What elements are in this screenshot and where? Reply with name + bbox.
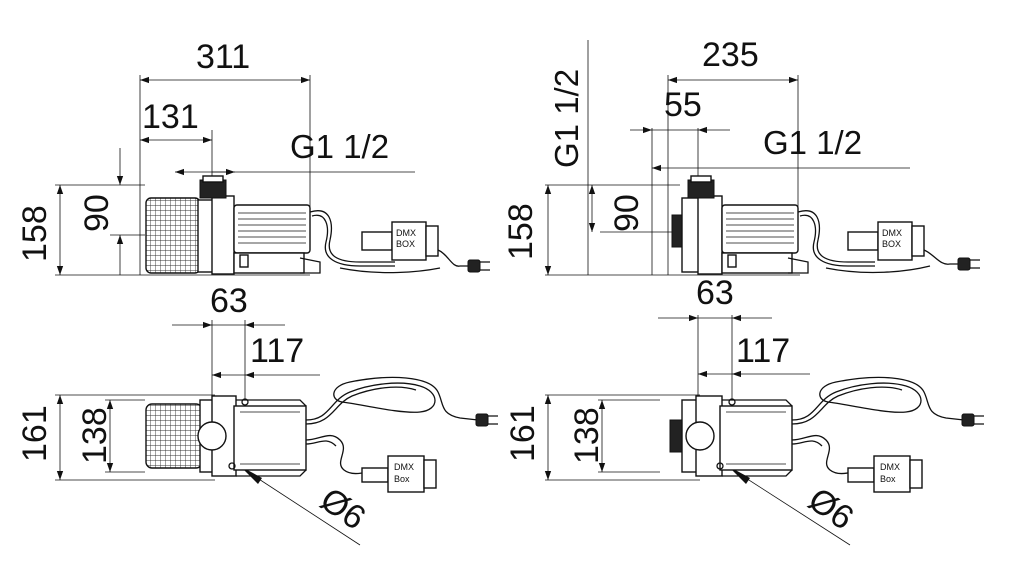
dim-90-r: 90: [608, 194, 646, 232]
dim-138-r: 138: [568, 407, 606, 464]
motor-housing-top: [233, 405, 307, 471]
inlet-thread-top: [669, 419, 683, 453]
cable-dmx: [309, 210, 395, 263]
plug-icon-top: [475, 413, 498, 427]
pump-top-view-compact: DMX Box: [669, 376, 984, 493]
dim-161: 161: [16, 405, 54, 462]
dim-131: 131: [142, 98, 199, 136]
view-top-right: 235 55 G1 1/2 G1 1/2 158 90: [502, 36, 980, 276]
plug-icon-top-r: [961, 413, 984, 427]
dmx-label-top-1: DMX: [394, 462, 414, 472]
view-top-left: 311 131 G1 1/2 158 90: [16, 38, 490, 276]
plug-icon-r: [957, 257, 980, 271]
dim-311: 311: [196, 38, 250, 76]
mount-hole-bottom-r: [716, 462, 724, 470]
outlet-circle-r: [685, 421, 715, 451]
dim-117-r: 117: [736, 332, 790, 370]
thread-label-vertical: G1 1/2: [548, 69, 585, 168]
dim-63-r: 63: [696, 274, 734, 312]
dim-diameter-6: Ø6: [313, 480, 372, 537]
dmx-label-2: BOX: [396, 239, 415, 249]
view-bottom-right: 63 117 161 138 Ø6: [504, 274, 984, 546]
dmx-label-r-2: BOX: [882, 239, 901, 249]
dmx-box-r: DMX BOX: [847, 221, 925, 261]
view-bottom-left: 63 117 161 138 Ø6: [16, 282, 498, 546]
filter-basket: [145, 197, 201, 274]
cable-plug-r: [923, 249, 960, 265]
dmx-label-1: DMX: [396, 228, 416, 238]
cable-loop: [305, 376, 479, 421]
dmx-label-top-r-1: DMX: [880, 462, 900, 472]
dim-90: 90: [78, 194, 116, 232]
mount-hole-bottom: [228, 462, 236, 470]
dim-138: 138: [76, 407, 114, 464]
dim-63: 63: [210, 282, 248, 320]
dim-55: 55: [664, 86, 702, 124]
dim-158: 158: [16, 205, 54, 262]
dmx-label-r-1: DMX: [882, 228, 902, 238]
dmx-box-top-r: DMX Box: [847, 455, 923, 493]
motor-housing: [233, 204, 311, 254]
dim-diameter-6-r: Ø6: [801, 480, 860, 537]
dim-158-r: 158: [502, 203, 540, 260]
thread-label: G1 1/2: [290, 128, 389, 165]
cable-plug: [437, 249, 470, 267]
pump-side-view: DMX BOX: [145, 175, 490, 275]
dmx-box: DMX BOX: [361, 221, 439, 261]
dmx-label-top-2: Box: [394, 474, 410, 484]
plug-icon: [467, 259, 490, 273]
pump-top-view: DMX Box: [145, 376, 498, 493]
dim-235: 235: [702, 36, 759, 74]
cable-loop-r: [791, 376, 965, 421]
filter-basket-top: [145, 403, 203, 469]
dmx-box-top: DMX Box: [361, 455, 437, 493]
motor-housing-r: [721, 204, 799, 254]
mount-hole-top-r: [728, 398, 736, 406]
cable-dmx-r: [797, 210, 875, 263]
motor-housing-top-r: [719, 405, 793, 471]
dmx-label-top-r-2: Box: [880, 474, 896, 484]
dim-117: 117: [250, 332, 304, 370]
pump-side-view-compact: DMX BOX: [671, 175, 980, 275]
mount-hole-top: [241, 398, 249, 406]
dim-161-r: 161: [504, 405, 542, 462]
thread-label-r: G1 1/2: [763, 124, 862, 161]
outlet-circle: [197, 421, 227, 451]
